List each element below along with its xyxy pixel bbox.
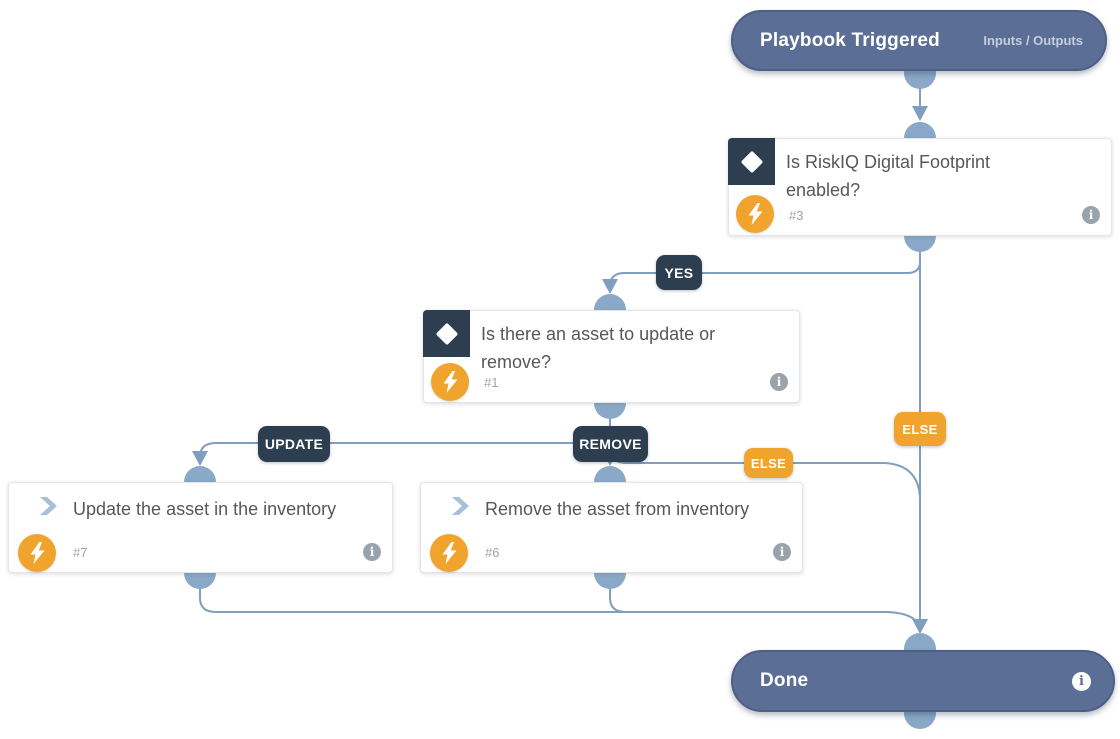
arrow-into-action7 <box>192 451 208 466</box>
end-node-title: Done <box>760 670 809 691</box>
node-id: #7 <box>73 545 88 560</box>
node-title: Is there an asset to update or remove? <box>481 324 716 372</box>
info-icon[interactable]: i <box>773 543 791 561</box>
node-title: Is RiskIQ Digital Footprint enabled? <box>786 152 991 200</box>
arrow-into-decision1 <box>602 279 618 294</box>
edge-label-else-main[interactable]: ELSE <box>894 412 946 446</box>
node-action-update-asset[interactable]: Update the asset in the inventory #7 i <box>8 482 393 573</box>
edge-label-else-inner[interactable]: ELSE <box>744 448 793 478</box>
edge-label-remove[interactable]: REMOVE <box>573 426 648 462</box>
action-chevron-icon <box>40 497 57 515</box>
lightning-bolt-icon <box>431 363 469 401</box>
edge-label-yes[interactable]: YES <box>656 255 702 290</box>
lightning-bolt-icon <box>430 534 468 572</box>
node-id: #3 <box>789 208 804 223</box>
info-icon[interactable]: i <box>1072 671 1091 691</box>
arrow-into-done <box>912 619 928 634</box>
node-id: #1 <box>484 375 499 390</box>
lightning-bolt-icon <box>18 534 56 572</box>
decision-diamond-icon <box>728 138 775 185</box>
node-id: #6 <box>485 545 500 560</box>
node-decision-riskiq-enabled[interactable]: Is RiskIQ Digital Footprint enabled? #3 … <box>728 138 1112 236</box>
info-icon[interactable]: i <box>770 373 788 391</box>
info-icon[interactable]: i <box>1082 206 1100 224</box>
decision-diamond-icon <box>423 310 470 357</box>
node-action-remove-asset[interactable]: Remove the asset from inventory #6 i <box>420 482 803 573</box>
arrow-into-decision3 <box>912 106 928 121</box>
edge-label-update[interactable]: UPDATE <box>258 426 330 462</box>
action-chevron-icon <box>452 497 469 515</box>
edge-update-to-done-line <box>199 587 921 630</box>
node-playbook-triggered[interactable]: Playbook Triggered Inputs / Outputs <box>731 10 1107 71</box>
lightning-bolt-icon <box>736 195 774 233</box>
start-node-title: Playbook Triggered <box>760 29 940 51</box>
node-done[interactable]: Done i <box>731 650 1115 712</box>
node-title: Remove the asset from inventory <box>485 499 750 519</box>
node-decision-asset-update-remove[interactable]: Is there an asset to update or remove? #… <box>423 310 800 403</box>
info-icon[interactable]: i <box>363 543 381 561</box>
edge-remove-to-done-line <box>609 585 861 613</box>
node-title: Update the asset in the inventory <box>73 499 337 519</box>
inputs-outputs-link[interactable]: Inputs / Outputs <box>983 33 1083 48</box>
